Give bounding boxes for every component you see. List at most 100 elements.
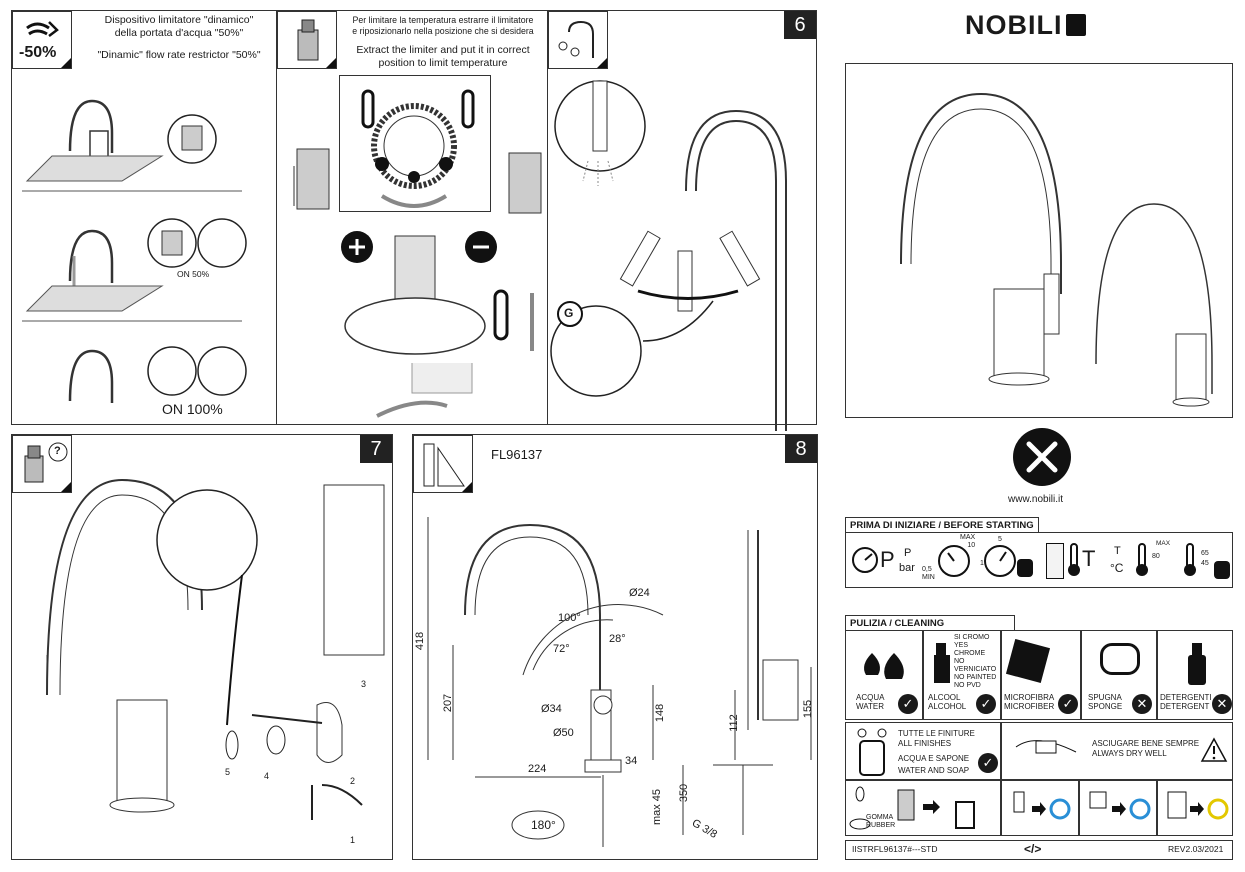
flow-text-it: Dispositivo limitatore "dinamico" della …: [104, 14, 254, 39]
thermometer-max-icon: [1136, 543, 1148, 576]
step-3: 3: [361, 679, 367, 689]
temp-80: 80: [1152, 553, 1160, 560]
gauge2-left: 1: [980, 560, 984, 567]
dim-155: 155: [802, 699, 815, 719]
corner-mark: [326, 58, 336, 68]
dry-well-label: ASCIUGARE BENE SEMPRE ALWAYS DRY WELL: [1092, 739, 1200, 758]
dim-224: 224: [528, 763, 547, 775]
temp-unit-top: T: [1114, 545, 1121, 557]
sponge-icon: [1100, 643, 1140, 675]
model-code: FL96137: [491, 447, 543, 462]
cell-dry-well: ASCIUGARE BENE SEMPRE ALWAYS DRY WELL: [1001, 722, 1233, 780]
thermometer-icon: [1068, 543, 1080, 576]
dim-112: 112: [727, 714, 740, 732]
cartridge-icon: [297, 19, 319, 61]
panel-number: 7: [360, 435, 392, 463]
check-ok-icon: ✓: [976, 694, 996, 714]
gauge-min-max-icon: [938, 545, 970, 577]
pullout-diagram: [550, 80, 787, 431]
recycle-plastic-icon: [1167, 791, 1229, 820]
panel-7-handle: ? 7 1 2 3 4 5: [11, 434, 393, 860]
microfiber-label: MICROFIBRA MICROFIBER: [1004, 693, 1055, 711]
temp-detail-box: [339, 75, 491, 212]
brand-url: www.nobili.it: [1008, 494, 1064, 505]
soap-water-label: ACQUA E SAPONE WATER AND SOAP: [898, 754, 970, 775]
handle-disassembly-diagram: [46, 478, 385, 820]
product-image-box: [845, 63, 1233, 418]
pressure-gauge-icon: [852, 547, 878, 573]
gauge2-top: 5: [998, 536, 1002, 543]
cartridge-help-icon-box: ?: [12, 435, 72, 493]
rubber-label: GOMMA RUBBER: [866, 814, 896, 829]
cell-recycle-metal: [1001, 780, 1079, 836]
recycle-metal-icon: [1013, 791, 1071, 820]
spray-bottle-icon: [934, 643, 950, 683]
faucet-drawing-1: [22, 99, 247, 403]
panel-number: 8: [785, 435, 817, 463]
step-1: 1: [350, 835, 356, 845]
dimension-drawing: [427, 517, 812, 847]
tools-glyph: [1026, 441, 1058, 473]
boiler-icon: [1046, 543, 1064, 579]
dim-max45: max 45: [651, 788, 664, 826]
dim-207: 207: [442, 693, 455, 713]
temp-65: 65: [1201, 550, 1209, 557]
ruler-icon: [423, 443, 465, 487]
cell-water: ACQUA WATER ✓: [845, 630, 923, 720]
help-icon: ?: [54, 445, 61, 457]
cell-alcohol: SI CROMO YES CHROME NO VERNICIATO NO PAI…: [923, 630, 1001, 720]
water-label: ACQUA WATER: [856, 693, 885, 711]
thumbs-up-icon-2: [1214, 561, 1230, 579]
detergent-bottle-icon: [1188, 643, 1206, 685]
panel-flow-restrictor: -50% Dispositivo limitatore "dinamico" d…: [11, 10, 277, 425]
temp-text-en: Extract the limiter and put it in correc…: [356, 44, 530, 69]
on-100-label: ON 100%: [162, 401, 223, 417]
alcohol-label: ALCOOL ALCOHOL: [928, 693, 967, 711]
gauge-recommended-icon: [984, 545, 1016, 577]
faucet-icon: [558, 20, 594, 58]
temperature-diagram: [293, 89, 542, 418]
flow-percent-label: -50%: [19, 44, 57, 61]
warning-icon: [1200, 737, 1228, 762]
brand-logo: NOBILI: [965, 10, 1086, 41]
check-ok-icon: ✓: [898, 694, 918, 714]
g-label: G: [564, 306, 574, 320]
pressure-label: P: [880, 547, 895, 572]
dim-418: 418: [414, 631, 427, 651]
cartridge-icon-box: [277, 11, 337, 69]
ruler-icon-box: [413, 435, 473, 493]
panel-6-pullout: 6 G: [547, 10, 817, 431]
temp-45: 45: [1201, 560, 1209, 567]
cell-detergent: DETERGENTI DETERGENT ✕: [1157, 630, 1233, 720]
gauge-min: 0,5 MIN: [922, 566, 935, 581]
product-faucets-drawing: [900, 92, 1213, 407]
cleaning-title: PULIZIA / CLEANING: [845, 615, 1015, 631]
step-2: 2: [350, 776, 356, 786]
dim-148: 148: [654, 703, 667, 723]
on-50-label: ON 50%: [177, 269, 210, 279]
chrome-notes: SI CROMO YES CHROME NO VERNICIATO NO PAI…: [954, 634, 997, 689]
cell-all-finishes: TUTTE LE FINITURE ALL FINISHES ACQUA E S…: [845, 722, 1001, 780]
footer-rev: REV2.03/2021: [1168, 844, 1224, 854]
brand-logo-text: NOBILI: [965, 10, 1063, 40]
pressure-unit-bottom: bar: [899, 562, 915, 574]
dim-350: 350: [678, 783, 691, 803]
corner-mark: [61, 58, 71, 68]
all-finishes-label: TUTTE LE FINITURE ALL FINISHES: [898, 729, 975, 748]
soap-bottle-icon: [857, 728, 887, 776]
panel-number: 6: [784, 11, 816, 39]
step-4: 4: [264, 771, 270, 781]
dim-180deg: 180°: [531, 818, 556, 832]
footer-code-icon: </>: [1024, 842, 1042, 856]
check-ok-icon: ✓: [978, 753, 998, 773]
panel-8-dimensions: 8 FL96137 Ø24 418 207 100° 72° 28° Ø34 Ø…: [412, 434, 818, 860]
dim-d34: Ø34: [541, 703, 562, 715]
temperature-label: T: [1082, 546, 1096, 571]
detergent-label: DETERGENTI DETERGENT: [1160, 693, 1212, 711]
thumbs-up-icon: [1017, 559, 1033, 577]
dim-d24: Ø24: [629, 587, 650, 599]
corner-mark: [597, 58, 607, 68]
cartridge-icon: [24, 442, 68, 483]
cell-microfiber: MICROFIBRA MICROFIBER ✓: [1001, 630, 1081, 720]
flow-text-en: "Dinamic" flow rate restrictor "50%": [97, 49, 261, 61]
